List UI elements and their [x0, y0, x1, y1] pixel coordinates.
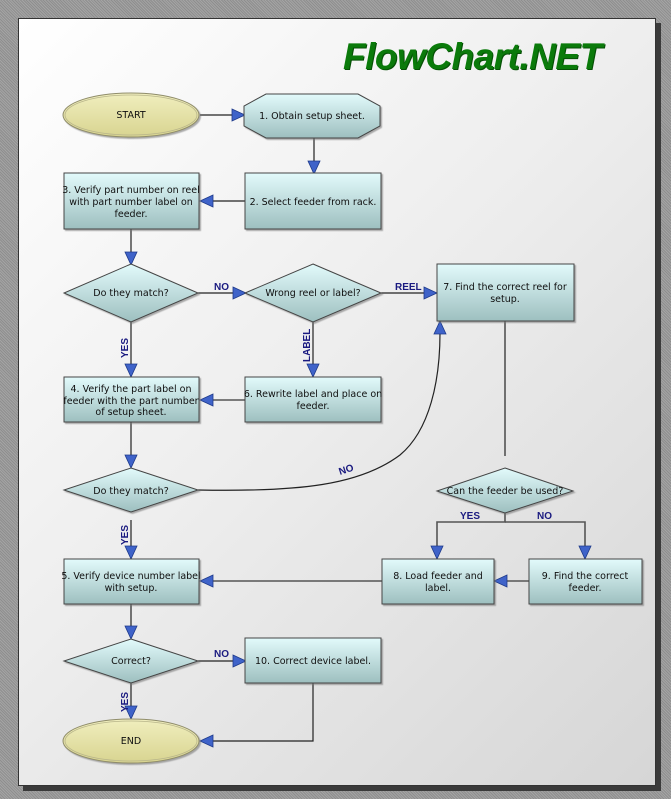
- edge-label-no: NO: [214, 649, 229, 660]
- arrowhead-icon: [307, 160, 321, 175]
- node-match1[interactable]: Do they match?: [62, 263, 200, 323]
- node-step3[interactable]: 3. Verify part number on reel with part …: [62, 172, 200, 230]
- node-label: START: [116, 110, 146, 121]
- node-step1[interactable]: 1. Obtain setup sheet.: [243, 93, 381, 139]
- node-label: feeder with the part number: [63, 396, 198, 407]
- edge-match2-step7: [197, 332, 441, 491]
- node-label: Can the feeder be used?: [447, 486, 564, 497]
- node-label: feeder.: [115, 209, 148, 220]
- edge-step10-end: [212, 683, 314, 742]
- brand-logo: FlowChart.NET: [343, 36, 602, 77]
- arrowhead-icon: [231, 108, 246, 122]
- edge-label-yes: YES: [120, 692, 131, 712]
- arrowhead-icon: [232, 654, 247, 668]
- node-step5[interactable]: 5. Verify device number label with setup…: [61, 558, 201, 605]
- edge-label-no: NO: [537, 511, 552, 522]
- edge-label-label: LABEL: [302, 329, 313, 362]
- edge-canuse-step8: [436, 512, 506, 546]
- node-label: END: [121, 736, 141, 747]
- node-label: Do they match?: [93, 486, 168, 497]
- node-label: 10. Correct device label.: [255, 656, 371, 667]
- arrowhead-icon: [124, 251, 138, 266]
- node-label: setup.: [490, 294, 520, 305]
- node-step8[interactable]: 8. Load feeder and label.: [381, 558, 495, 605]
- node-label: feeder.: [569, 583, 602, 594]
- node-label: 8. Load feeder and: [393, 571, 483, 582]
- node-label: 5. Verify device number label: [61, 571, 200, 582]
- arrowhead-icon: [124, 454, 138, 469]
- node-label: label.: [425, 583, 451, 594]
- arrowhead-icon: [124, 625, 138, 640]
- arrowhead-icon: [306, 363, 320, 378]
- arrowhead-icon: [199, 194, 214, 208]
- node-step9[interactable]: 9. Find the correct feeder.: [528, 558, 643, 605]
- node-step4[interactable]: 4. Verify the part label on feeder with …: [63, 376, 200, 423]
- node-label: 9. Find the correct: [542, 571, 629, 582]
- node-match2[interactable]: Do they match?: [62, 467, 200, 513]
- node-correct[interactable]: Correct?: [62, 638, 200, 684]
- node-label: of setup sheet.: [95, 407, 166, 418]
- node-step6[interactable]: 6. Rewrite label and place on feeder.: [244, 376, 382, 423]
- node-label: 2. Select feeder from rack.: [250, 197, 377, 208]
- node-label: with setup.: [105, 583, 158, 594]
- arrowhead-icon: [124, 363, 138, 378]
- arrowhead-icon: [199, 734, 214, 748]
- node-label: Wrong reel or label?: [265, 288, 360, 299]
- edge-label-no: NO: [214, 282, 229, 293]
- edge-label-reel: REEL: [395, 282, 422, 293]
- arrowhead-icon: [199, 574, 214, 588]
- node-wrong[interactable]: Wrong reel or label?: [243, 263, 383, 323]
- node-label: 4. Verify the part label on: [71, 384, 192, 395]
- node-canuse[interactable]: Can the feeder be used?: [435, 467, 575, 514]
- node-label: with part number label on: [69, 197, 193, 208]
- node-label: 1. Obtain setup sheet.: [259, 111, 365, 122]
- arrowhead-icon: [430, 545, 444, 560]
- edge-canuse-step9: [505, 521, 586, 546]
- arrowhead-icon: [124, 545, 138, 560]
- edge-label-no: NO: [338, 463, 356, 478]
- node-label: 7. Find the correct reel for: [443, 282, 567, 293]
- node-label: 3. Verify part number on reel: [62, 185, 200, 196]
- edge-label-yes: YES: [460, 511, 480, 522]
- node-label: Do they match?: [93, 288, 168, 299]
- arrowhead-icon: [423, 286, 438, 300]
- arrowhead-icon: [232, 286, 247, 300]
- arrowhead-icon: [433, 320, 447, 335]
- arrowhead-icon: [124, 705, 138, 720]
- node-start[interactable]: START: [62, 92, 200, 138]
- node-label: 6. Rewrite label and place on: [244, 389, 382, 400]
- node-end[interactable]: END: [62, 718, 200, 764]
- node-step10[interactable]: 10. Correct device label.: [244, 637, 382, 684]
- node-step7[interactable]: 7. Find the correct reel for setup.: [436, 263, 575, 322]
- node-label: Correct?: [111, 656, 151, 667]
- node-step2[interactable]: 2. Select feeder from rack.: [244, 172, 382, 230]
- edge-label-yes: YES: [120, 338, 131, 358]
- arrowhead-icon: [493, 574, 508, 588]
- arrowhead-icon: [199, 393, 214, 407]
- arrowhead-icon: [578, 545, 592, 560]
- node-label: feeder.: [297, 401, 330, 412]
- edge-label-yes: YES: [120, 525, 131, 545]
